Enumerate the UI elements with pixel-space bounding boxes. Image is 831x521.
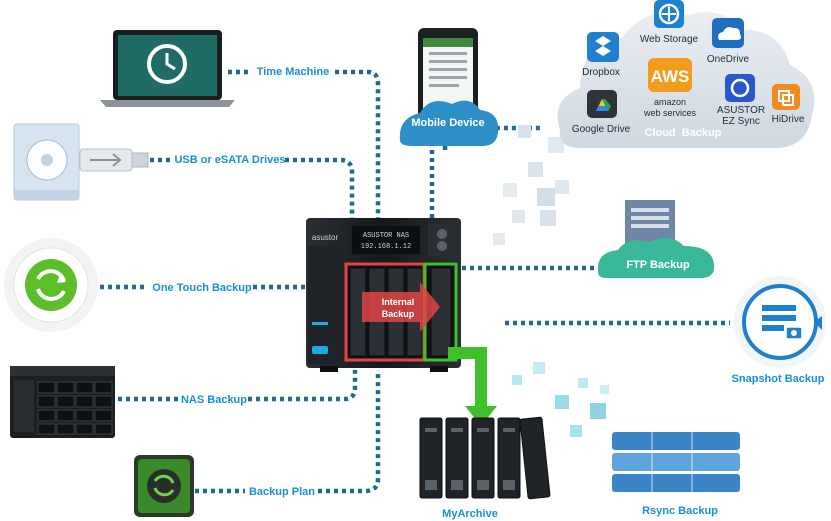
line-usb	[150, 157, 355, 232]
label-internal-backup-1: Internal	[382, 297, 415, 307]
label-ez-sync-line1: ASUSTOR	[717, 105, 765, 116]
backup-plan-drive-icon	[134, 455, 194, 517]
usb-drive-icon	[13, 123, 149, 201]
ftp-cloud-shape	[597, 237, 715, 278]
laptop-icon	[100, 30, 235, 107]
label-rsync-backup: Rsync Backup	[642, 505, 718, 517]
label-cloud-backup: Cloud Backup	[644, 127, 721, 139]
database-icon	[612, 432, 740, 492]
label-usb-drives: USB or eSATA Drives	[174, 154, 285, 166]
myarchive-disks-icon	[419, 416, 551, 500]
nas-unit-icon	[10, 366, 115, 438]
aws-icon	[648, 58, 692, 92]
label-google-drive: Google Drive	[572, 124, 631, 135]
label-aws-logo: AWS	[651, 67, 690, 86]
line-nas-backup	[118, 370, 358, 402]
label-ez-sync-line2: EZ Sync	[722, 116, 760, 127]
label-ftp-backup: FTP Backup	[626, 259, 690, 271]
cubes-decoration	[493, 125, 609, 437]
label-aws-line1: amazon	[654, 97, 686, 107]
label-mobile-device: Mobile Device	[411, 117, 484, 129]
label-backup-plan: Backup Plan	[249, 486, 315, 498]
myarchive-arrow	[448, 347, 497, 426]
ez-sync-icon	[725, 74, 755, 102]
label-internal-backup-2: Backup	[382, 309, 415, 319]
onedrive-icon	[712, 18, 744, 48]
dropbox-icon	[587, 32, 619, 62]
mobile-device-cloud	[399, 100, 499, 146]
google-drive-icon	[587, 90, 617, 118]
nas-brand: asustor	[312, 233, 339, 242]
label-aws-line2: web services	[643, 108, 697, 118]
label-one-touch: One Touch Backup	[152, 282, 252, 294]
label-snapshot-backup: Snapshot Backup	[732, 373, 825, 385]
label-dropbox: Dropbox	[582, 67, 620, 78]
label-onedrive: OneDrive	[707, 54, 750, 65]
one-touch-icon	[4, 238, 98, 332]
web-storage-icon	[654, 0, 684, 28]
label-hidrive: HiDrive	[772, 114, 805, 125]
label-myarchive: MyArchive	[442, 508, 498, 520]
line-time-machine	[228, 69, 381, 232]
line-backup-plan	[195, 370, 381, 494]
label-nas-backup: NAS Backup	[181, 394, 247, 406]
internal-backup-arrow	[362, 282, 440, 332]
snapshot-icon	[734, 276, 826, 368]
label-time-machine: Time Machine	[257, 66, 330, 78]
nas-lcd-line1: ASUSTOR NAS	[363, 232, 409, 240]
label-web-storage: Web Storage	[640, 34, 699, 45]
connector-lines	[100, 69, 730, 494]
nas-lcd-line2: 192.168.1.12	[361, 243, 411, 251]
hidrive-icon	[772, 84, 800, 110]
